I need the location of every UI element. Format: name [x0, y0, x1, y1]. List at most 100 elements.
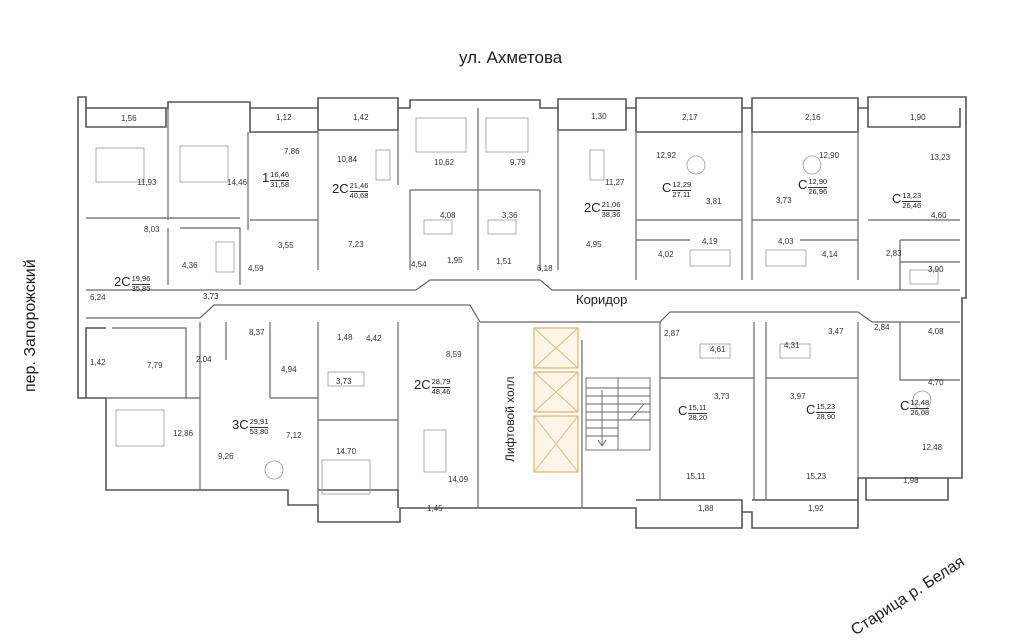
room-area: 1,95 — [447, 256, 463, 265]
living-area: 19,96 — [131, 274, 151, 285]
living-area: 15,23 — [816, 402, 836, 413]
total-area: 26,46 — [902, 200, 922, 210]
corridor-label: Коридор — [576, 292, 628, 307]
room-area: 1,42 — [90, 358, 106, 367]
room-area: 14,70 — [336, 447, 357, 456]
room-area: 13,23 — [930, 153, 951, 162]
living-area: 21,46 — [349, 181, 369, 192]
total-area: 38,36 — [601, 209, 621, 219]
room-area: 3,47 — [828, 327, 844, 336]
apartment-type: С — [678, 403, 688, 418]
room-area: 2,17 — [682, 113, 698, 122]
living-area: 21,06 — [601, 200, 621, 211]
room-area: 4,60 — [931, 211, 947, 220]
room-area: 3,97 — [790, 392, 806, 401]
room-area: 12,86 — [173, 429, 194, 438]
room-area: 15,23 — [806, 472, 827, 481]
room-area: 3,73 — [714, 392, 730, 401]
room-area: 4,61 — [710, 345, 726, 354]
total-area: 28,20 — [688, 412, 708, 422]
room-area: 4,54 — [411, 260, 427, 269]
room-area: 7,23 — [348, 240, 364, 249]
room-area: 1,90 — [910, 113, 926, 122]
room-area: 12,48 — [922, 443, 943, 452]
apartment-type: С — [806, 402, 816, 417]
room-area: 6,24 — [90, 293, 106, 302]
room-area: 1,12 — [276, 113, 292, 122]
room-area: 10,84 — [337, 155, 358, 164]
living-area: 28,79 — [431, 377, 451, 388]
total-area: 35,85 — [131, 283, 151, 293]
total-area: 26,08 — [910, 407, 930, 417]
total-area: 48,46 — [431, 386, 451, 396]
room-area: 4,08 — [928, 327, 944, 336]
room-area: 12,90 — [819, 151, 840, 160]
apartment-type: С — [892, 191, 902, 206]
total-area: 27,11 — [672, 189, 691, 199]
room-area: 4,70 — [928, 378, 944, 387]
room-area: 8,59 — [446, 350, 462, 359]
apartment-type: 1 — [262, 170, 270, 185]
room-area: 4,03 — [778, 237, 794, 246]
apartment-type: 2С — [414, 377, 431, 392]
room-area: 7,12 — [286, 431, 302, 440]
room-area: 8,03 — [144, 225, 160, 234]
room-area: 4,31 — [784, 341, 800, 350]
room-area: 4,36 — [182, 261, 198, 270]
apartment-type: С — [662, 180, 672, 195]
living-area: 29,91 — [249, 417, 269, 428]
lift-hall-label: Лифтовой холл — [503, 376, 517, 462]
apartment-type: С — [900, 398, 910, 413]
room-area: 11,93 — [137, 178, 157, 187]
room-area: 2,87 — [664, 329, 680, 338]
room-area: 9,79 — [510, 158, 526, 167]
room-area: 1,48 — [337, 333, 353, 342]
living-area: 12,90 — [808, 177, 828, 188]
room-area: 1,98 — [903, 476, 919, 485]
room-area: 14,46 — [227, 178, 248, 187]
room-area: 1,92 — [808, 504, 824, 513]
room-area: 3,55 — [278, 241, 294, 250]
room-area: 15,11 — [686, 472, 706, 481]
apartment-type: 2С — [584, 200, 601, 215]
room-area: 8,37 — [249, 328, 265, 337]
room-area: 11,27 — [605, 178, 625, 187]
room-area: 4,02 — [658, 250, 674, 259]
room-area: 3,73 — [336, 377, 352, 386]
room-area: 1,88 — [698, 504, 714, 513]
room-area: 3,90 — [928, 265, 944, 274]
room-area: 3,81 — [706, 197, 722, 206]
room-area: 2,83 — [886, 249, 902, 258]
room-area: 3,73 — [203, 292, 219, 301]
living-area: 12,29 — [672, 180, 692, 191]
room-area: 2,04 — [196, 355, 212, 364]
apartment-type: С — [798, 177, 808, 192]
room-area: 10,62 — [434, 158, 455, 167]
room-area: 1,56 — [121, 114, 137, 123]
room-area: 4,19 — [702, 237, 718, 246]
room-area: 6,18 — [537, 264, 553, 273]
living-area: 15,11 — [688, 403, 708, 414]
room-area: 4,59 — [248, 264, 264, 273]
room-area: 14,09 — [448, 475, 469, 484]
street-label-top: ул. Ахметова — [459, 48, 563, 67]
room-area: 1,30 — [591, 112, 607, 121]
apartment-type: 3С — [232, 417, 249, 432]
room-area: 12,92 — [656, 151, 677, 160]
living-area: 13,23 — [902, 191, 922, 202]
total-area: 53,80 — [249, 426, 269, 436]
room-area: 4,14 — [822, 250, 838, 259]
